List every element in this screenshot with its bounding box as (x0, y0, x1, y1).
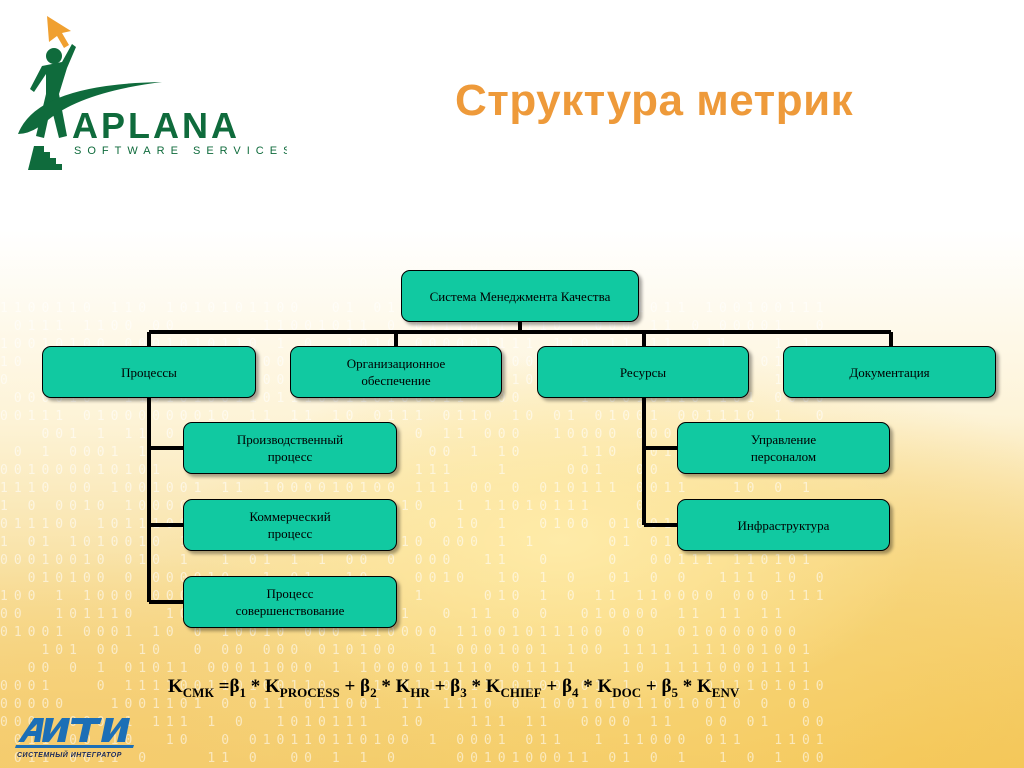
formula-term: β1 * KPROCESS (229, 676, 340, 700)
formula-k: K (264, 676, 280, 697)
formula-beta: β (661, 676, 672, 697)
aiti-logo: СИСТЕМНЫЙ ИНТЕГРАТОР (15, 718, 134, 759)
node-root-quality-system: Система Менеджмента Качества (401, 270, 639, 322)
formula-k-index: DOC (612, 685, 642, 700)
formula-k: K (697, 676, 712, 697)
formula-star: * (245, 676, 265, 697)
node-improvement-process: Процесс совершенствование (183, 576, 397, 628)
aiti-emblem (15, 718, 134, 748)
formula-plus: + (541, 676, 562, 697)
formula-term: + β5 * KENV (641, 676, 740, 700)
formula-plus: + (429, 676, 451, 697)
formula-beta-index: 1 (239, 685, 246, 700)
formula-beta-index: 5 (671, 685, 679, 700)
logo-name: APLANA (72, 105, 240, 146)
node-infrastructure: Инфраструктура (677, 499, 890, 551)
formula-k-index: ENV (711, 685, 740, 700)
formula-k-index: PROCESS (279, 685, 340, 700)
formula-beta-index: 2 (370, 685, 377, 700)
metric-formula: KСМК =β1 * KPROCESS + β2 * KHR + β3 * KC… (168, 676, 968, 701)
formula-k-index: CHIEF (500, 685, 542, 700)
formula-beta: β (229, 676, 240, 697)
formula-term: + β3 * KCHIEF (429, 676, 542, 700)
node-personnel-management: Управление персоналом (677, 422, 890, 474)
aplana-logo: APLANA SOFTWARE SERVICES (18, 16, 287, 170)
node-documentation: Документация (783, 346, 996, 398)
formula-beta: β (450, 676, 461, 697)
node-organizational-support: Организационное обеспечение (290, 346, 502, 398)
formula-star: * (466, 676, 486, 697)
formula-star: * (678, 676, 697, 697)
logo-emblem (18, 16, 162, 170)
formula-k: K (597, 676, 613, 697)
formula-eq: = (213, 676, 230, 697)
formula-k: K (395, 676, 411, 697)
formula-term: + β2 * KHR (339, 676, 430, 700)
formula-k-index: HR (410, 685, 430, 700)
formula-plus: + (339, 676, 361, 697)
aiti-tagline: СИСТЕМНЫЙ ИНТЕГРАТОР (17, 750, 122, 759)
formula-star: * (376, 676, 396, 697)
formula-k: K (168, 676, 183, 697)
formula-beta: β (561, 676, 572, 697)
node-resources: Ресурсы (537, 346, 749, 398)
formula-star: * (578, 676, 598, 697)
formula-term: + β4 * KDOC (541, 676, 642, 700)
node-processes: Процессы (42, 346, 256, 398)
formula-smk: СМК (182, 685, 214, 700)
formula-beta-index: 3 (460, 685, 467, 700)
logo-tagline: SOFTWARE SERVICES (74, 145, 287, 157)
formula-beta: β (360, 676, 371, 697)
formula-beta-index: 4 (571, 685, 579, 700)
page-title: Структура метрик (455, 76, 854, 125)
formula-plus: + (641, 676, 662, 697)
node-production-process: Производственный процесс (183, 422, 397, 474)
formula-k: K (485, 676, 501, 697)
node-commercial-process: Коммерческий процесс (183, 499, 397, 551)
